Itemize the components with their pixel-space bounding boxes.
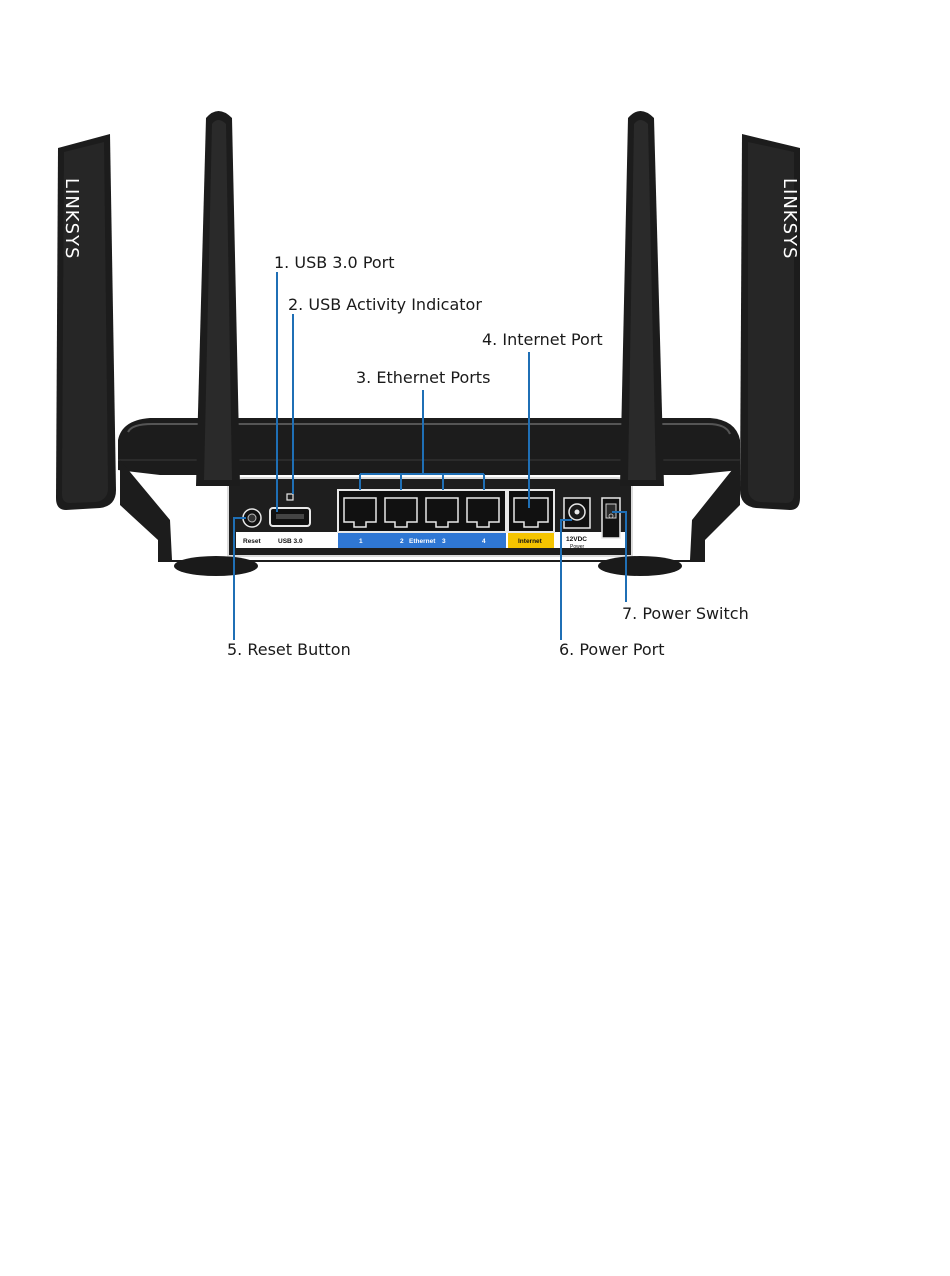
callout-power-port: 6. Power Port	[559, 640, 665, 659]
callout-power-switch: 7. Power Switch	[622, 604, 749, 623]
callout-internet-port: 4. Internet Port	[482, 330, 603, 349]
panel-label-ethernet: Ethernet	[409, 538, 436, 545]
panel-label-usb: USB 3.0	[278, 538, 303, 545]
power-switch[interactable]	[602, 498, 620, 538]
panel-label-eth2: 2	[400, 538, 404, 545]
panel-label-12vdc: 12VDC	[566, 536, 587, 543]
callout-ethernet-ports: 3. Ethernet Ports	[356, 368, 490, 387]
callout-reset-button: 5. Reset Button	[227, 640, 351, 659]
ethernet-port-1[interactable]	[344, 498, 376, 527]
left-tall-antenna	[196, 111, 240, 486]
ethernet-ports	[338, 490, 506, 532]
right-flat-antenna: LINKSYS	[740, 134, 800, 510]
ethernet-port-2[interactable]	[385, 498, 417, 527]
callout-usb-port: 1. USB 3.0 Port	[274, 253, 395, 272]
panel-label-internet: Internet	[518, 538, 543, 545]
callout-usb-indicator: 2. USB Activity Indicator	[288, 295, 482, 314]
left-flat-antenna: LINKSYS	[56, 134, 116, 510]
panel-label-eth3: 3	[442, 538, 446, 545]
panel-label-eth1: 1	[359, 538, 363, 545]
internet-port[interactable]	[508, 490, 554, 532]
panel-label-eth4: 4	[482, 538, 486, 545]
power-port[interactable]	[564, 498, 590, 528]
ethernet-port-3[interactable]	[426, 498, 458, 527]
right-tall-antenna	[620, 111, 664, 486]
brand-logo-right: LINKSYS	[779, 178, 800, 259]
ethernet-port-4[interactable]	[467, 498, 499, 527]
panel-label-power: Power	[570, 544, 585, 550]
brand-logo-left: LINKSYS	[61, 178, 82, 259]
panel-label-reset: Reset	[243, 538, 262, 545]
